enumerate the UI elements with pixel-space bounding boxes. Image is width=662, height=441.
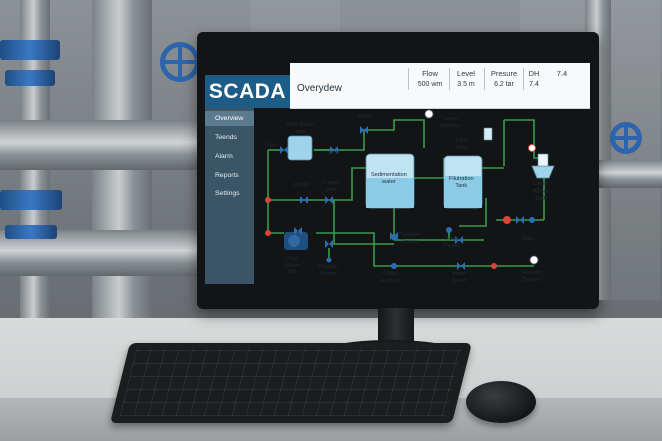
label-pumps-tank: Pumps tank: [322, 180, 340, 193]
label-oldier-analyser: Oldier Analyser: [380, 271, 402, 284]
valve-icon: [300, 196, 308, 204]
label-turner-powder: Turner powder: [441, 116, 460, 129]
app-logo: SCADA: [205, 75, 290, 108]
clear-water-pump-icon: [284, 232, 308, 250]
pipe: [316, 232, 375, 244]
valve-icon: [455, 236, 463, 244]
valve-icon: [280, 146, 288, 154]
keyboard: [110, 343, 472, 423]
metric-value: 500 wm: [417, 81, 443, 88]
valve-handwheel: [160, 42, 200, 82]
keyboard-keys: [119, 350, 463, 416]
alarm-indicator-icon: [528, 144, 536, 152]
label-aaim: Aaim: [522, 236, 535, 242]
valve-icon: [325, 240, 333, 248]
valve-icon: [294, 227, 302, 235]
metric-label: Flow: [422, 69, 438, 78]
metric-label: DH: [528, 69, 540, 78]
valve-flange: [5, 70, 55, 86]
sidebar-item-reports[interactable]: Reports: [215, 172, 239, 179]
metric-value: 3.5 m: [457, 81, 475, 88]
header-divider: [523, 68, 524, 90]
alarm-indicator-icon: [491, 263, 497, 269]
valve-flange: [5, 225, 57, 239]
valve-flange: [0, 40, 60, 60]
horizontal-pipe: [0, 120, 200, 170]
metric-level: Level 3.5 m: [452, 68, 480, 90]
label-clear-water-tank-left: Clar Water Talk: [285, 256, 300, 275]
metric-ph: DH 7.4: [526, 68, 542, 90]
label-raw-water-tank: Row Water tank: [287, 122, 315, 135]
sidebar-item-alarm[interactable]: Alarm: [215, 153, 233, 160]
label-sedimentation-tank: Sedimentation water: [371, 172, 407, 185]
metric-value: 6.2 tar: [494, 81, 514, 88]
pipe: [267, 150, 284, 234]
pipe: [414, 158, 445, 179]
metric-label: Level: [457, 69, 475, 78]
sidebar-item-overview[interactable]: Overview: [205, 111, 254, 126]
remote-sensor-gauge-icon: [529, 255, 539, 265]
valve-handwheel: [610, 122, 642, 154]
metric-pressure: Presure 6.2 tar: [487, 68, 521, 90]
alarm-markers: [265, 144, 539, 269]
mouse: [466, 381, 536, 423]
label-main: main: [328, 150, 341, 156]
raw-water-tank: [287, 135, 313, 161]
label-filter-tank: Filter tank: [456, 138, 469, 151]
valve-icon: [360, 126, 368, 134]
header-divider: [408, 68, 409, 90]
sensor-icon: [529, 217, 535, 223]
label-flow: Flow: [265, 143, 277, 149]
valve-icon: [457, 262, 465, 270]
alarm-indicator-icon: [265, 197, 271, 203]
valve-icon: [330, 146, 338, 154]
sidebar-item-settings[interactable]: Settings: [215, 190, 240, 197]
metric-label: Presure: [490, 69, 518, 78]
sedimentation-tank-water: [366, 178, 414, 208]
label-pressure-sensor: Presure Sensor: [318, 264, 338, 277]
label-pump-power: Pump Power: [444, 236, 460, 249]
process-diagram: Row Water tank Flow Pump main Turner pow…: [254, 108, 599, 284]
header-divider: [484, 68, 485, 90]
page-title: Overydew: [297, 83, 343, 94]
top-bar: [290, 63, 590, 109]
horizontal-pipe: [595, 160, 662, 188]
label-clear-water-tank-right: Clear Wirter Tark: [532, 180, 550, 202]
sidebar: [205, 108, 254, 284]
metric-flow: Flow 500 wm: [413, 68, 447, 90]
filtration-tank-water: [444, 176, 482, 208]
valve-icon: [516, 216, 524, 224]
pump-power-icon: [446, 227, 452, 233]
header-divider: [449, 68, 450, 90]
metric-value: 7.4: [529, 81, 539, 88]
pressure-sensor-icon: [326, 257, 332, 263]
valve-flange: [0, 190, 62, 210]
clear-water-tank-top: [537, 153, 549, 167]
valve-icon: [325, 196, 333, 204]
label-alaim-sensor: Alaim Saser: [452, 271, 467, 284]
pressure-gauge-icon: [424, 109, 434, 119]
clear-water-tank-right: [531, 165, 555, 179]
alarm-pump-icon: [503, 216, 511, 224]
process-diagram-svg: [265, 109, 555, 270]
analyser-icon: [391, 263, 397, 269]
pipe: [314, 119, 425, 151]
pipe: [373, 244, 414, 267]
metric-extra: 7.4: [552, 68, 572, 79]
alarm-indicator-icon: [265, 230, 271, 236]
label-pressure-pump: Pressure Powks: [398, 232, 421, 245]
pressure-pump-icon: [391, 235, 397, 241]
label-remote-sensor: Remote Sensor: [522, 270, 542, 283]
metric-label: 7.4: [556, 69, 568, 78]
sidebar-item-trends[interactable]: Teends: [215, 134, 237, 141]
pipe: [504, 119, 544, 159]
label-pump-top: Pump: [358, 114, 373, 120]
label-filtration-tank: Filutration Tank: [449, 176, 474, 189]
filter-tank-vessel: [483, 127, 493, 141]
pipe: [268, 167, 366, 201]
pipe: [459, 198, 487, 227]
label-pump-left: Pump: [294, 182, 309, 188]
